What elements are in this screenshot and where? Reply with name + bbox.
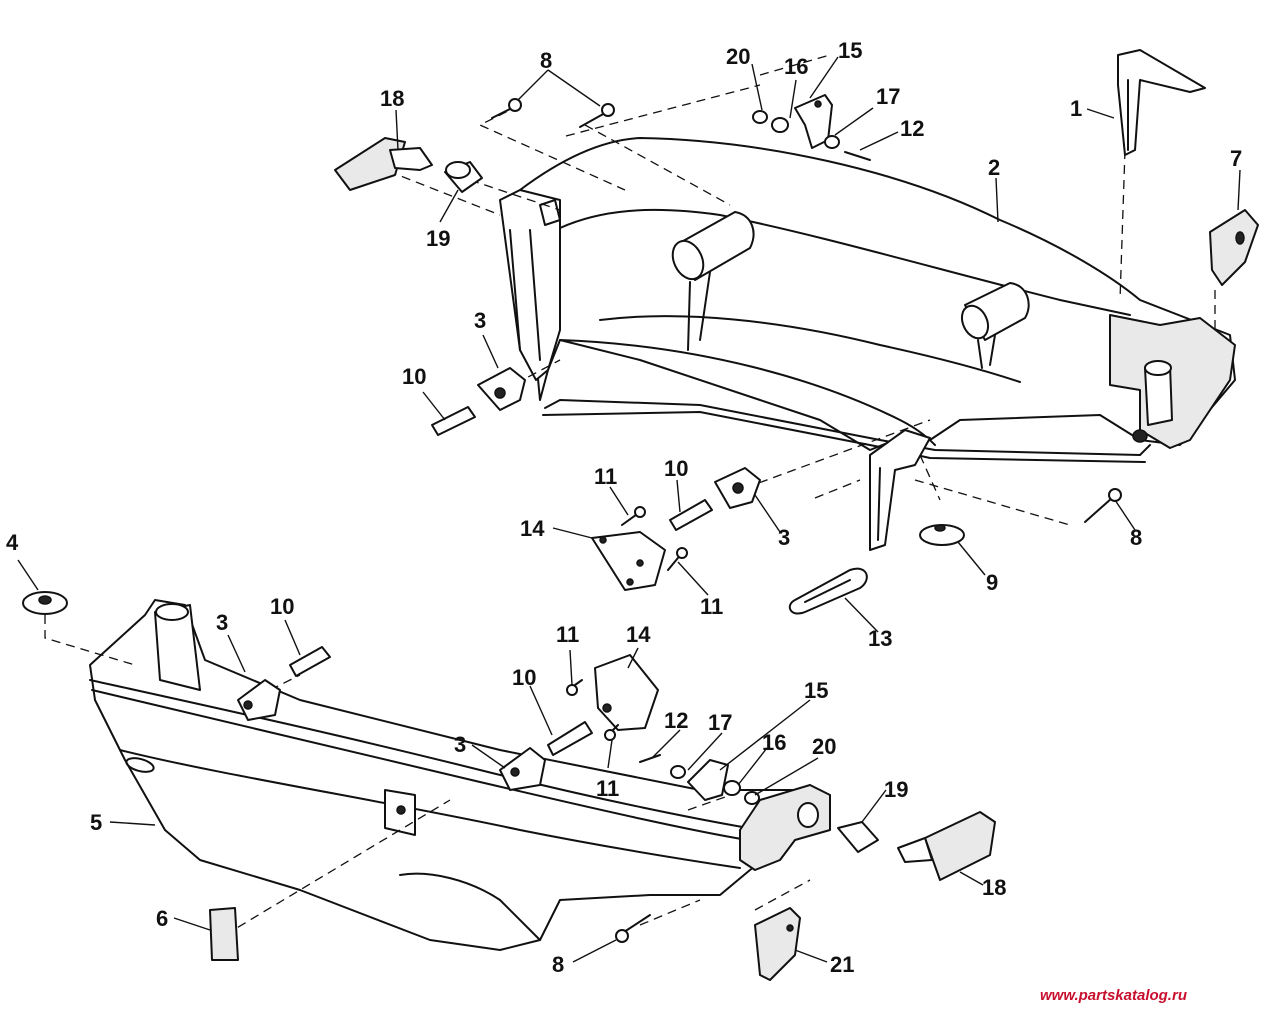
label-3-lower-left: 3 (216, 610, 228, 635)
part-19-grommet-lower (837, 821, 879, 853)
part-3-bumper-mid (714, 467, 761, 509)
part-8-bolt-top (491, 98, 615, 128)
part-1-bracket (1117, 49, 1206, 156)
part-18-handle-upper (334, 137, 433, 191)
leader-lines (17, 56, 1241, 963)
label-8-lower: 8 (552, 952, 564, 977)
label-12-lower: 12 (664, 708, 688, 733)
label-11-lower-b: 11 (596, 776, 619, 801)
label-10-lower-left: 10 (270, 594, 294, 619)
label-8-right: 8 (1130, 525, 1142, 550)
part-6-pad (209, 907, 239, 961)
label-10-lower-mid: 10 (512, 665, 536, 690)
part-4-grommet (22, 591, 68, 615)
label-18-lower: 18 (982, 875, 1006, 900)
part-11-screws-lower (566, 679, 619, 741)
label-20-upper: 20 (726, 44, 750, 69)
label-11-upper-a: 11 (594, 464, 617, 489)
part-14-plate-upper (591, 531, 666, 591)
part-18-handle-lower (897, 811, 996, 881)
part-9-grommet (919, 524, 965, 546)
part-3-bumper-upper-left (477, 367, 526, 411)
label-3-mid: 3 (778, 525, 790, 550)
label-14-upper: 14 (520, 516, 545, 541)
lower-cowl (89, 599, 831, 951)
part-10-pin-upper (431, 406, 476, 436)
label-15-upper: 15 (838, 38, 862, 63)
label-17-upper: 17 (876, 84, 900, 109)
part-14-plate-lower (594, 654, 659, 731)
part-21-clip (754, 907, 801, 981)
part-8-bolt-right (1084, 488, 1122, 523)
part-15-lower-bracket (639, 754, 760, 805)
label-7: 7 (1230, 146, 1242, 171)
label-3-lower-mid: 3 (454, 732, 466, 757)
label-1: 1 (1070, 96, 1082, 121)
part-7-clip (1209, 209, 1259, 286)
part-labels: 8 18 19 20 16 15 17 12 1 2 7 3 10 11 10 … (6, 38, 1242, 977)
label-14-lower: 14 (626, 622, 651, 647)
label-10-upper: 10 (402, 364, 426, 389)
label-11-upper-b: 11 (700, 594, 723, 619)
label-17-lower: 17 (708, 710, 732, 735)
part-15-upper-bracket (752, 94, 871, 161)
label-19-lower: 19 (884, 777, 908, 802)
label-8-top: 8 (540, 48, 552, 73)
label-2: 2 (988, 155, 1000, 180)
part-11-screws-upper (621, 499, 713, 571)
part-10-pin-lower-mid (547, 721, 593, 756)
part-13-slot-seal (788, 567, 868, 615)
label-4: 4 (6, 530, 19, 555)
part-3-bumper-lower-mid (499, 747, 546, 791)
label-10-mid: 10 (664, 456, 688, 481)
part-19-grommet-upper (444, 161, 483, 193)
label-21: 21 (830, 952, 854, 977)
label-15-lower: 15 (804, 678, 828, 703)
part-8-bolt-lower (615, 914, 651, 943)
label-16-lower: 16 (762, 730, 786, 755)
part-3-bumper-lower-left (237, 679, 281, 721)
label-9: 9 (986, 570, 998, 595)
watermark: www.partskatalog.ru (1040, 987, 1187, 1004)
label-6: 6 (156, 906, 168, 931)
label-19-upper: 19 (426, 226, 450, 251)
label-3-upper: 3 (474, 308, 486, 333)
label-16-upper: 16 (784, 54, 808, 79)
label-13: 13 (868, 626, 892, 651)
part-10-pin-lower-left (289, 646, 331, 677)
label-20-lower: 20 (812, 734, 836, 759)
label-5: 5 (90, 810, 102, 835)
label-11-lower-a: 11 (556, 622, 579, 647)
label-18-upper: 18 (380, 86, 404, 111)
upper-cowl (499, 137, 1236, 551)
label-12-upper: 12 (900, 116, 924, 141)
